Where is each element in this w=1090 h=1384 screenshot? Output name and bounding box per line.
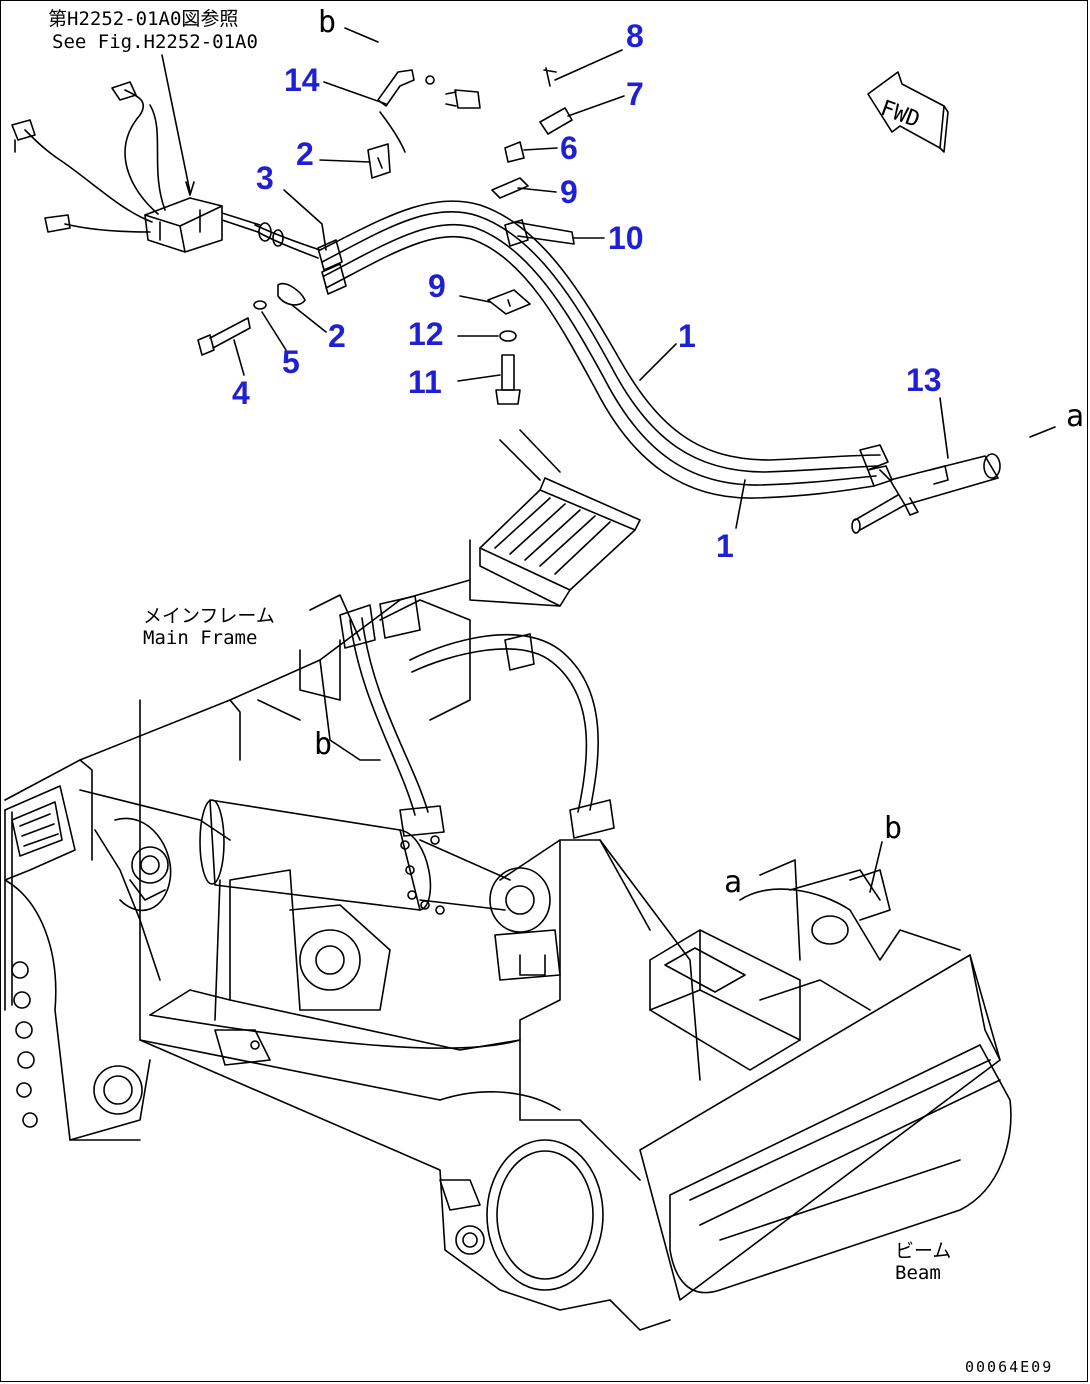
callout-1-upper: 1 <box>678 318 696 354</box>
ref-a-lower: a <box>724 865 743 900</box>
pivot-block <box>649 869 961 1071</box>
see-fig-leader <box>161 54 191 193</box>
callout-6: 6 <box>560 130 578 166</box>
callout-7: 7 <box>626 76 644 112</box>
fwd-direction-arrow <box>867 71 949 153</box>
leader-lines <box>233 49 949 529</box>
front-link <box>499 839 701 1181</box>
callout-1-lower: 1 <box>716 528 734 564</box>
callout-5: 5 <box>282 344 300 380</box>
see-fig-note-ja: 第H2252-01A0図参照 <box>48 8 239 30</box>
ref-b-top: b <box>318 5 337 40</box>
ref-a-right: a <box>1066 399 1085 434</box>
frame-hoses <box>339 595 615 839</box>
hardware-parts <box>197 67 575 405</box>
reference-arrows <box>257 27 1056 961</box>
steering-cylinder <box>199 799 561 981</box>
main-frame-label-ja: メインフレーム <box>143 605 275 627</box>
drawing-code: 00064E09 <box>965 1358 1054 1376</box>
callout-9-lower: 9 <box>428 268 446 304</box>
main-frame <box>4 579 611 1311</box>
switch-box-assembly <box>11 81 261 253</box>
callout-8: 8 <box>626 18 644 54</box>
rod-and-clamps <box>254 222 321 259</box>
callout-9-upper: 9 <box>560 174 578 210</box>
callout-4: 4 <box>232 375 250 411</box>
beam-label-ja: ビーム <box>895 1240 952 1262</box>
callout-3: 3 <box>256 160 274 196</box>
see-fig-note-en: See Fig.H2252-01A0 <box>52 31 258 53</box>
beam-label-en: Beam <box>895 1262 941 1284</box>
cylinder-13 <box>851 453 1001 534</box>
callout-14: 14 <box>284 62 320 98</box>
ref-b-lower: b <box>884 811 903 846</box>
callout-10: 10 <box>608 220 644 256</box>
hose-bundle <box>317 200 893 499</box>
callout-12: 12 <box>408 316 444 352</box>
callout-2-upper: 2 <box>296 136 314 172</box>
callout-2-lower: 2 <box>328 318 346 354</box>
step-platform <box>469 429 641 607</box>
callout-13: 13 <box>906 362 942 398</box>
callout-11: 11 <box>408 364 442 400</box>
beam <box>439 954 1012 1331</box>
ref-b-frame: b <box>314 727 333 762</box>
main-frame-label-en: Main Frame <box>143 627 258 649</box>
